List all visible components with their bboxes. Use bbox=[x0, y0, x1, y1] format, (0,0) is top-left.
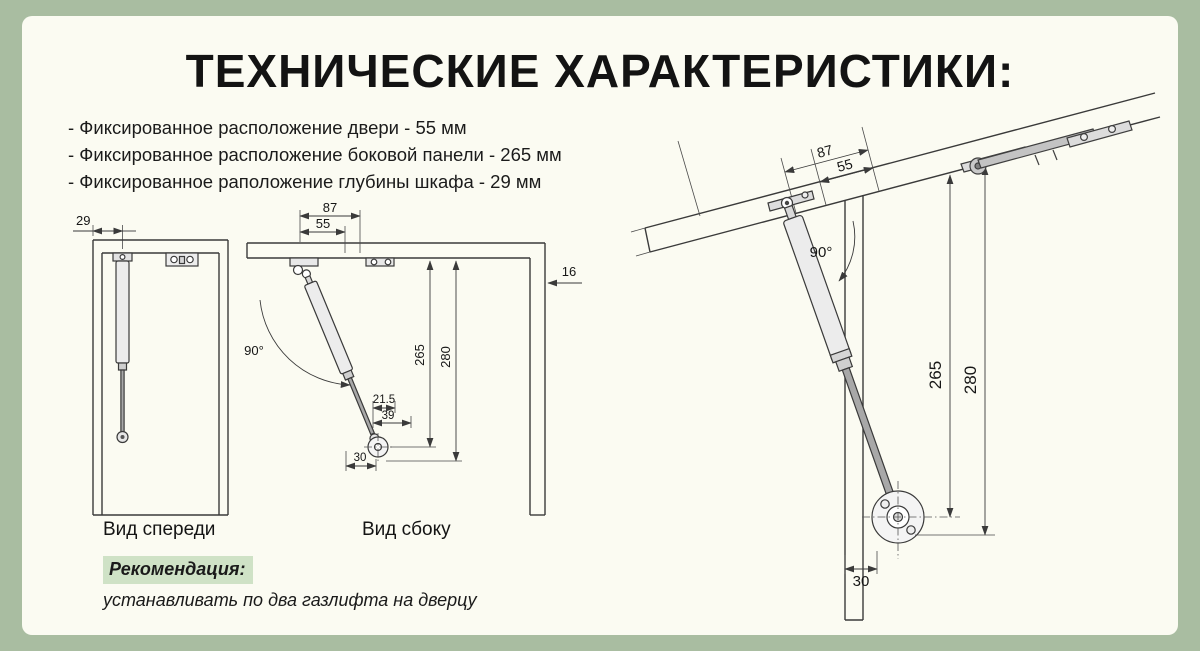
door-dimensions: 87 55 bbox=[780, 126, 880, 214]
spec-item-depth: - Фиксированное раположение глубины шкаф… bbox=[68, 171, 542, 192]
dim-87-label: 87 bbox=[323, 200, 337, 215]
opening-angle-arc: 90° bbox=[244, 299, 351, 389]
front-view-drawing: 29 bbox=[73, 213, 229, 516]
ball-mount-flange bbox=[862, 481, 960, 559]
gas-lift-front bbox=[112, 252, 133, 444]
dim-265-label: 265 bbox=[926, 361, 945, 389]
dim-angle-label: 90° bbox=[244, 343, 264, 358]
content-panel: ТЕХНИЧЕСКИЕ ХАРАКТЕРИСТИКИ: - Фиксирован… bbox=[22, 16, 1178, 635]
recommendation-label: Рекомендация: bbox=[103, 556, 254, 584]
door-panel-open bbox=[630, 92, 1161, 257]
dim-87-label: 87 bbox=[815, 141, 834, 161]
hinge-plate-front bbox=[165, 252, 199, 267]
door-top-dimensions: 87 55 bbox=[299, 200, 361, 253]
dim-30-label: 30 bbox=[354, 452, 367, 464]
cabinet-front-outline bbox=[92, 239, 229, 516]
opening-angle-arc: 90° bbox=[810, 220, 856, 282]
recommendation: Рекомендация: устанавливать по два газли… bbox=[103, 556, 477, 611]
dim-21-5-label: 21.5 bbox=[373, 394, 395, 406]
dim-16-label: 16 bbox=[562, 264, 576, 279]
front-view-label: Вид спереди bbox=[103, 519, 216, 540]
dim-39-label: 39 bbox=[382, 410, 395, 422]
dim-55-label: 55 bbox=[316, 216, 330, 231]
dim-30-label: 30 bbox=[853, 573, 870, 590]
recommendation-text: устанавливать по два газлифта на дверцу bbox=[103, 590, 477, 610]
hinge-bracket-side bbox=[289, 257, 395, 276]
page-title: ТЕХНИЧЕСКИЕ ХАРАКТЕРИСТИКИ: bbox=[185, 45, 1015, 97]
front-depth-dimension: 29 bbox=[73, 213, 136, 249]
offset-dimensions: 21.5 39 30 bbox=[345, 394, 412, 471]
dim-265-label: 265 bbox=[412, 344, 427, 366]
dim-280-label: 280 bbox=[438, 346, 453, 368]
cabinet-side-outline bbox=[246, 242, 546, 516]
dim-280-label: 280 bbox=[961, 366, 980, 394]
gas-lift-side bbox=[301, 269, 380, 444]
spec-item-side-panel: - Фиксированное расположение боковой пан… bbox=[68, 144, 562, 165]
detail-view-drawing: 87 55 bbox=[630, 92, 1161, 621]
panel-thickness-dimension: 16 bbox=[547, 264, 582, 287]
construction-line bbox=[677, 140, 701, 217]
hinge-hardware bbox=[960, 120, 1133, 175]
spec-item-door: - Фиксированное расположение двери - 55 … bbox=[68, 117, 467, 138]
side-view-label: Вид сбоку bbox=[362, 519, 451, 540]
dim-angle-label: 90° bbox=[810, 244, 833, 261]
height-dimensions: 265 280 bbox=[386, 260, 462, 462]
gas-lift-detail bbox=[783, 204, 902, 513]
dim-29-label: 29 bbox=[76, 213, 90, 228]
ball-mount-side bbox=[364, 433, 392, 461]
stud-offset-dimension: 30 bbox=[844, 551, 878, 590]
height-dimensions: 265 280 bbox=[915, 165, 995, 536]
side-view-drawing: 87 55 16 90° bbox=[244, 200, 582, 516]
spec-list: - Фиксированное расположение двери - 55 … bbox=[68, 114, 562, 195]
dim-55-label: 55 bbox=[835, 155, 854, 175]
